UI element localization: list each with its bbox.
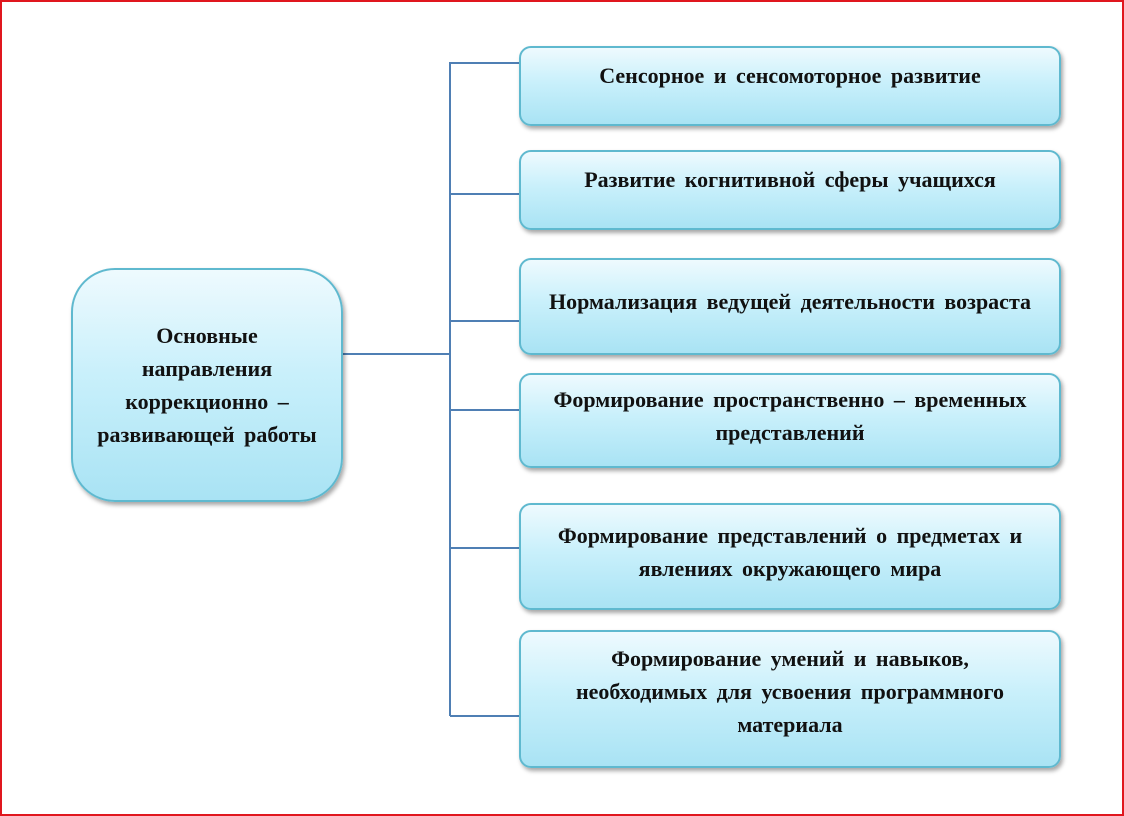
root-node-label: Основные направления коррекционно – разв… bbox=[97, 323, 317, 447]
branch-node-skills: Формирование умений и навыков, необходим… bbox=[519, 630, 1061, 768]
branch-node-label: Формирование представлений о предметах и… bbox=[557, 522, 1023, 581]
branch-node-leading-activity: Нормализация ведущей деятельности возрас… bbox=[519, 258, 1061, 355]
root-node: Основные направления коррекционно – разв… bbox=[71, 268, 343, 502]
branch-node-spatial-temporal: Формирование пространственно – временных… bbox=[519, 373, 1061, 468]
branch-node-label: Нормализация ведущей деятельности возрас… bbox=[548, 289, 1032, 314]
branch-node-label: Формирование умений и навыков, необходим… bbox=[575, 645, 1005, 737]
branch-node-world-concepts: Формирование представлений о предметах и… bbox=[519, 503, 1061, 610]
branch-node-cognitive: Развитие когнитивной сферы учащихся bbox=[519, 150, 1061, 230]
branch-node-label: Формирование пространственно – временных… bbox=[553, 386, 1027, 445]
branch-node-label: Сенсорное и сенсомоторное развитие bbox=[599, 62, 981, 88]
branch-node-sensory: Сенсорное и сенсомоторное развитие bbox=[519, 46, 1061, 126]
branch-node-label: Развитие когнитивной сферы учащихся bbox=[584, 166, 996, 192]
